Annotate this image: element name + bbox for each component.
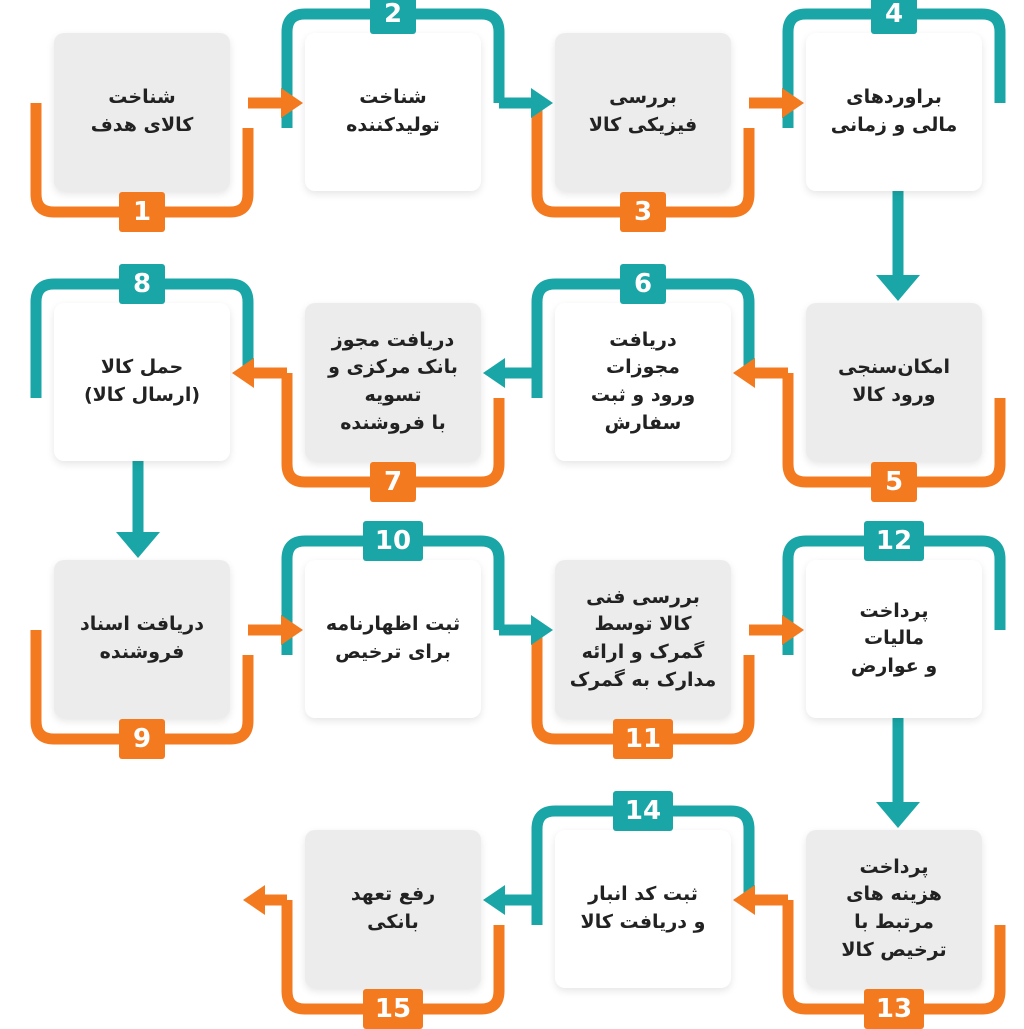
step-number-badge-11: 11 (613, 719, 673, 759)
step-number-badge-8: 8 (119, 264, 165, 304)
step-number-badge-5: 5 (871, 462, 917, 502)
step-card-12: پرداخت مالیات و عوارض (806, 560, 982, 718)
step-text: ثبت کد انبار و دریافت کالا (580, 883, 706, 933)
step-text: پرداخت مالیات و عوارض (850, 599, 938, 677)
step-number-badge-10: 10 (363, 521, 423, 561)
step-number-badge-4: 4 (871, 0, 917, 34)
step-card-2: شناخت تولیدکننده (305, 33, 481, 191)
step-card-5: امکان‌سنجی ورود کالا (806, 303, 982, 461)
arrow-2-3 (531, 88, 553, 118)
step-number-badge-15: 15 (363, 989, 423, 1029)
step-text: دریافت مجوزات ورود و ثبت سفارش (590, 328, 696, 434)
step-number-badge-14: 14 (613, 791, 673, 831)
arrow-11-12 (782, 615, 804, 645)
step-card-11: بررسی فنی کالا توسط گمرک و ارائه مدارک ب… (555, 560, 731, 718)
step-text: ثبت اظهارنامه برای ترخیص (325, 613, 461, 663)
step-card-9: دریافت اسناد فروشنده (54, 560, 230, 718)
arrow-15-end (243, 885, 265, 915)
step-text: بررسی فیزیکی کالا (588, 86, 698, 136)
step-card-14: ثبت کد انبار و دریافت کالا (555, 830, 731, 988)
arrow-6-7 (483, 358, 505, 388)
step-card-15: رفع تعهد بانکی (305, 830, 481, 988)
down-8-9-head (116, 532, 160, 558)
step-number-badge-1: 1 (119, 192, 165, 232)
step-card-3: بررسی فیزیکی کالا (555, 33, 731, 191)
down-12-13-head (876, 802, 920, 828)
step-number-badge-13: 13 (864, 989, 924, 1029)
down-4-5-head (876, 275, 920, 301)
step-number-badge-2: 2 (370, 0, 416, 34)
step-number-badge-12: 12 (864, 521, 924, 561)
arrow-9-10 (281, 615, 303, 645)
arrow-1-2 (281, 88, 303, 118)
step-text: رفع تعهد بانکی (350, 883, 436, 933)
step-card-7: دریافت مجوز بانک مرکزی و تسویه با فروشند… (305, 303, 481, 461)
step-text: امکان‌سنجی ورود کالا (837, 356, 951, 406)
arrow-7-8 (232, 358, 254, 388)
step-text: دریافت مجوز بانک مرکزی و تسویه با فروشند… (328, 328, 458, 434)
step-card-13: پرداخت هزینه های مرتبط با ترخیص کالا (806, 830, 982, 988)
step-card-10: ثبت اظهارنامه برای ترخیص (305, 560, 481, 718)
arrow-3-4 (782, 88, 804, 118)
step-text: براوردهای مالی و زمانی (830, 86, 958, 136)
step-text: حمل کالا (ارسال کالا) (83, 356, 201, 406)
step-number-badge-3: 3 (620, 192, 666, 232)
arrow-13-14 (733, 885, 755, 915)
step-text: شناخت تولیدکننده (346, 86, 440, 136)
arrow-5-6 (733, 358, 755, 388)
step-number-badge-7: 7 (370, 462, 416, 502)
step-text: شناخت کالای هدف (90, 86, 194, 136)
step-text: پرداخت هزینه های مرتبط با ترخیص کالا (841, 855, 947, 961)
step-text: دریافت اسناد فروشنده (80, 613, 204, 663)
step-card-6: دریافت مجوزات ورود و ثبت سفارش (555, 303, 731, 461)
step-card-1: شناخت کالای هدف (54, 33, 230, 191)
arrow-14-15 (483, 885, 505, 915)
step-number-badge-6: 6 (620, 264, 666, 304)
step-card-8: حمل کالا (ارسال کالا) (54, 303, 230, 461)
step-text: بررسی فنی کالا توسط گمرک و ارائه مدارک ب… (569, 585, 717, 691)
step-number-badge-9: 9 (119, 719, 165, 759)
arrow-10-11 (531, 615, 553, 645)
step-card-4: براوردهای مالی و زمانی (806, 33, 982, 191)
